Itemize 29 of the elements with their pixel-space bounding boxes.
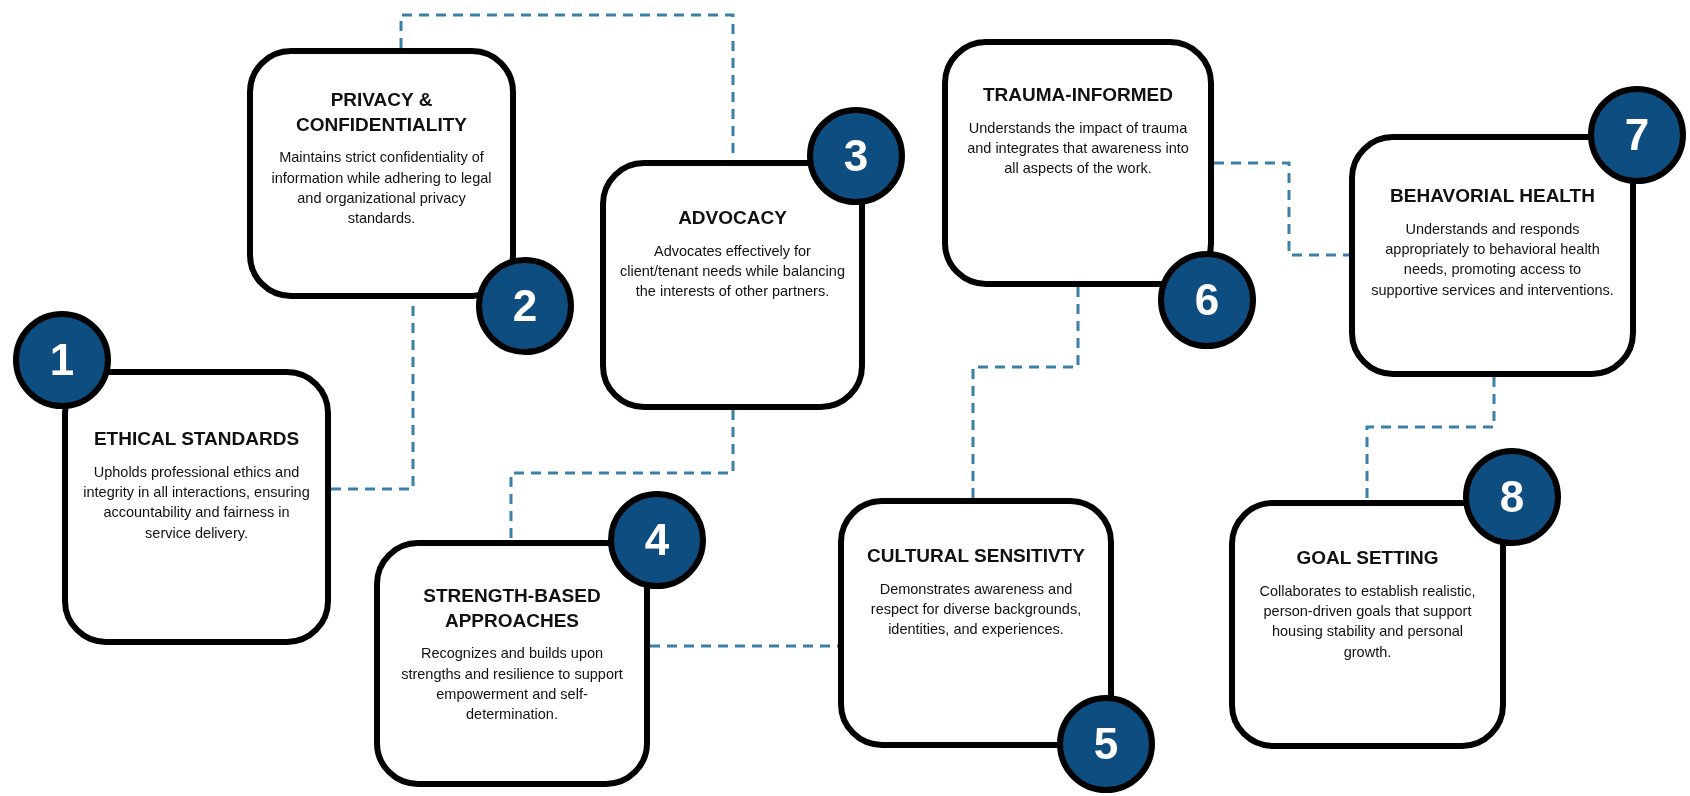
competency-card [247,48,516,299]
card-description: Collaborates to establish realistic, person-driven goals that support housing stability and personal growth. [1258,581,1477,662]
number-badge: 3 [807,107,905,205]
number-badge: 1 [13,311,111,409]
card-description: Maintains strict confidentiality of information while adhering to legal and organizational privacy standards. [270,148,493,229]
connector-line [971,287,1080,498]
card-title: TRAUMA-INFORMED [983,83,1173,107]
number-badge: 6 [1158,251,1256,349]
card-description: Advocates effectively for client/tenant needs while balancing the interests of other partners. [620,241,845,302]
card-description: Recognizes and builds upon strengths and resilience to support empowerment and self-determination. [400,644,624,725]
number-badge: 5 [1057,695,1155,793]
connector-line [1365,377,1496,500]
card-title: CULTURAL SENSITIVTY [867,544,1085,568]
card-description: Demonstrates awareness and respect for diverse backgrounds, identities, and experiences. [869,579,1083,640]
number-badge: 4 [608,491,706,589]
card-description: Understands and responds appropriately to behavioral health needs, promoting access to supportive services and interventions. [1370,219,1615,300]
connector-line [1214,161,1349,257]
card-title: ETHICAL STANDARDS [93,427,300,451]
number-badge: 7 [1588,86,1686,184]
number-badge: 2 [476,257,574,355]
card-description: Upholds professional ethics and integrity in all interactions, ensuring accountability and fairness in service delivery. [82,462,311,543]
number-badge: 8 [1463,448,1561,546]
card-description: Understands the impact of trauma and integrates that awareness into all aspects of the work. [966,118,1190,179]
card-title: PRIVACY & CONFIDENTIALITY [295,88,468,137]
connector-line [509,410,735,540]
card-title: BEHAVORIAL HEALTH [1390,184,1595,208]
card-title: STRENGTH-BASED APPROACHES [422,584,602,633]
card-title: GOAL SETTING [1296,546,1439,570]
card-title: ADVOCACY [678,206,787,230]
